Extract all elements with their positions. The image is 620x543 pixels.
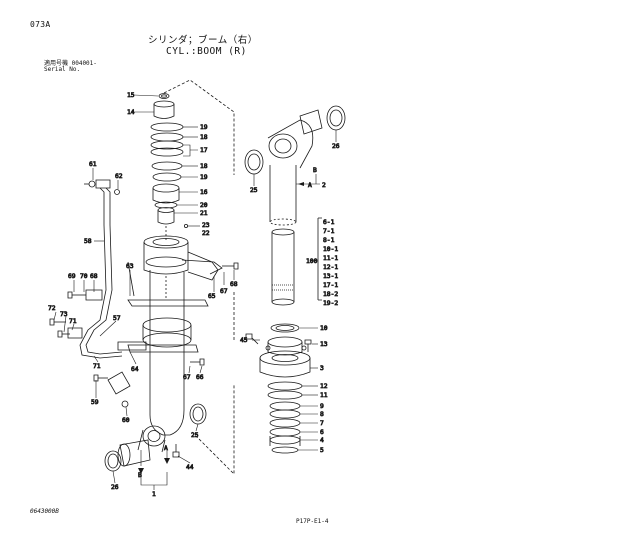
kit-item: 6-1: [323, 219, 335, 226]
page-code: 073A: [30, 20, 51, 29]
callout-4: 4: [320, 437, 324, 444]
callout-71-upper: 71: [69, 318, 77, 325]
kit-item: 8-1: [323, 237, 335, 244]
callout-a-bottom: A: [164, 445, 168, 452]
callout-9: 9: [320, 403, 324, 410]
callout-68-left: 68: [90, 273, 98, 280]
callout-59: 59: [91, 399, 99, 406]
callout-25-top: 25: [250, 187, 258, 194]
callout-18a: 18: [200, 134, 208, 141]
gland-piston-stack: [246, 324, 311, 453]
callout-65: 65: [208, 293, 216, 300]
callout-13: 13: [320, 341, 328, 348]
callout-62: 62: [115, 173, 123, 180]
callout-a-top: A: [308, 182, 312, 189]
callout-64: 64: [131, 366, 139, 373]
serial-number-label: Serial No.: [44, 66, 81, 73]
callout-21: 21: [200, 210, 208, 217]
callout-19b: 19: [200, 174, 208, 181]
kit-item: 7-1: [323, 228, 335, 235]
callout-57: 57: [113, 315, 121, 322]
callout-67-bottom: 67: [183, 374, 191, 381]
callout-58: 58: [84, 238, 92, 245]
callout-69: 69: [68, 273, 76, 280]
callout-100: 100: [306, 258, 318, 265]
callout-60: 60: [122, 417, 130, 424]
callout-22: 22: [202, 230, 210, 237]
seal-kit-list: 6-1 7-1 8-1 10-1 11-1 12-1 13-1 17-1 18-…: [323, 219, 339, 308]
callout-6: 6: [320, 429, 324, 436]
callout-20: 20: [200, 202, 208, 209]
callout-68-right: 68: [230, 281, 238, 288]
callout-44: 44: [186, 464, 194, 471]
callout-leaders: [54, 95, 336, 490]
kit-item: 10-1: [323, 246, 338, 253]
drawing-number: 0643000B: [30, 508, 59, 515]
callout-26-bottom: 26: [111, 484, 119, 491]
callout-10: 10: [320, 325, 328, 332]
callout-71-lower: 71: [93, 363, 101, 370]
hydraulic-pipe: [50, 180, 146, 407]
kit-item: 13-1: [323, 273, 338, 280]
kit-item: 17-1: [323, 282, 338, 289]
callout-3: 3: [320, 365, 324, 372]
callout-17: 17: [200, 147, 208, 154]
callout-5: 5: [320, 447, 324, 454]
kit-item: 12-1: [323, 264, 338, 271]
callout-8: 8: [320, 411, 324, 418]
kit-item: 19-2: [323, 300, 338, 307]
applicable-serial-label: 適用号機 004001-: [44, 60, 97, 67]
callout-b-bottom: B: [138, 472, 142, 479]
title-english: CYL.:BOOM (R): [166, 46, 247, 57]
callout-23: 23: [202, 222, 210, 229]
callout-14: 14: [127, 109, 135, 116]
seal-stack-upper: [151, 94, 188, 241]
callout-26-top: 26: [332, 143, 340, 150]
kit-item: 18-2: [323, 291, 338, 298]
callout-61: 61: [89, 161, 97, 168]
callout-12: 12: [320, 383, 328, 390]
title-japanese: シリンダ；ブーム（右）: [148, 35, 258, 46]
callout-1: 1: [152, 491, 156, 498]
callout-15: 15: [127, 92, 135, 99]
callout-2: 2: [322, 182, 326, 189]
callout-67-top: 67: [220, 288, 228, 295]
callout-73: 73: [60, 311, 68, 318]
callout-7: 7: [320, 420, 324, 427]
callout-b-top: B: [313, 167, 317, 174]
callout-16: 16: [200, 189, 208, 196]
callout-18b: 18: [200, 163, 208, 170]
callout-45: 45: [240, 337, 248, 344]
callout-70: 70: [80, 273, 88, 280]
callout-11: 11: [320, 392, 328, 399]
callout-72: 72: [48, 305, 56, 312]
callout-19a: 19: [200, 124, 208, 131]
sheet-code: P17P-E1-4: [296, 518, 329, 525]
callout-66: 66: [196, 374, 204, 381]
callout-numbers: 15 14 19 18 17 18 19 16 20 21 23 22 26 2…: [48, 92, 341, 499]
callout-25-bottom: 25: [191, 432, 199, 439]
kit-item: 11-1: [323, 255, 338, 262]
callout-63: 63: [126, 263, 134, 270]
